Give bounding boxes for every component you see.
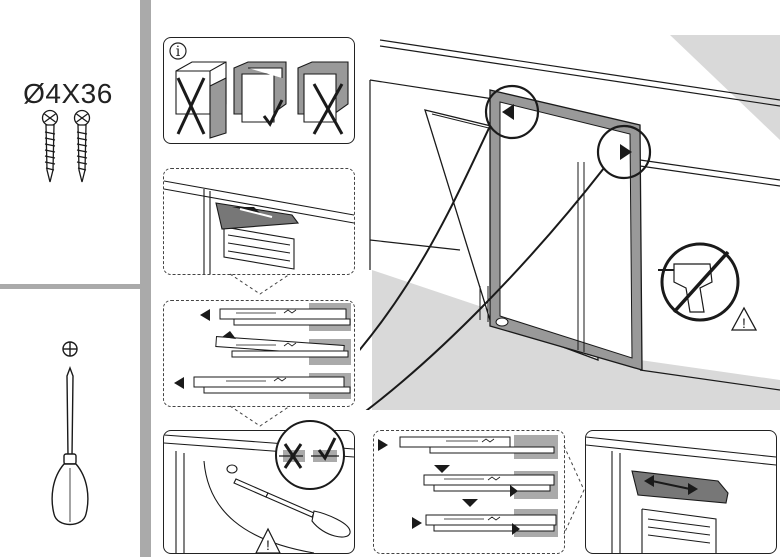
sidebar-divider-vertical bbox=[140, 0, 151, 557]
arrow-left-icon bbox=[502, 104, 514, 120]
arrow-right-icon bbox=[688, 483, 698, 495]
info-icon: i bbox=[176, 44, 181, 60]
arrow-left-icon bbox=[174, 377, 184, 389]
cross-mark-icon bbox=[283, 443, 303, 469]
check-mark-icon bbox=[317, 437, 337, 461]
dishwasher-installation-illustration: ! bbox=[360, 35, 780, 410]
info-illustrations: i bbox=[169, 42, 349, 139]
arrow-down-icon bbox=[462, 499, 478, 507]
arrow-right-icon bbox=[378, 439, 388, 451]
no-power-drill-icon bbox=[658, 242, 740, 322]
tools-sidebar: Ø4X36 bbox=[0, 0, 151, 557]
connector-dashes bbox=[229, 273, 291, 295]
wood-screw-icon bbox=[41, 109, 91, 183]
screw-check-magnifier bbox=[275, 420, 345, 490]
rail-sequence-panel bbox=[163, 300, 355, 407]
leg-lower-panel bbox=[585, 430, 777, 554]
arrow-left-icon bbox=[200, 309, 210, 321]
screw-size-label: Ø4X36 bbox=[23, 78, 113, 109]
cross-mark-icon bbox=[312, 83, 344, 135]
arrow-left-icon bbox=[644, 475, 654, 487]
arrow-down-icon bbox=[434, 465, 450, 473]
detail-lift-panel bbox=[163, 168, 355, 275]
arrow-right-icon bbox=[510, 485, 518, 497]
arrow-right-icon bbox=[512, 523, 520, 535]
svg-text:!: ! bbox=[266, 537, 270, 553]
arrow-up-icon bbox=[222, 331, 236, 339]
rail-lock-panel bbox=[373, 430, 565, 554]
cross-mark-icon bbox=[176, 77, 206, 135]
connector-dashes bbox=[229, 405, 291, 427]
warning-triangle-icon bbox=[255, 527, 281, 553]
check-mark-icon bbox=[262, 99, 284, 127]
phillips-screwdriver-icon bbox=[51, 341, 89, 526]
arrow-right-icon bbox=[412, 517, 422, 529]
warning-triangle-icon: ! bbox=[730, 306, 758, 331]
arrow-right-icon bbox=[620, 144, 632, 160]
svg-text:!: ! bbox=[742, 315, 746, 331]
sidebar-divider-horizontal bbox=[0, 284, 140, 289]
connector-dashes bbox=[563, 445, 585, 535]
info-panel: i bbox=[163, 37, 355, 144]
